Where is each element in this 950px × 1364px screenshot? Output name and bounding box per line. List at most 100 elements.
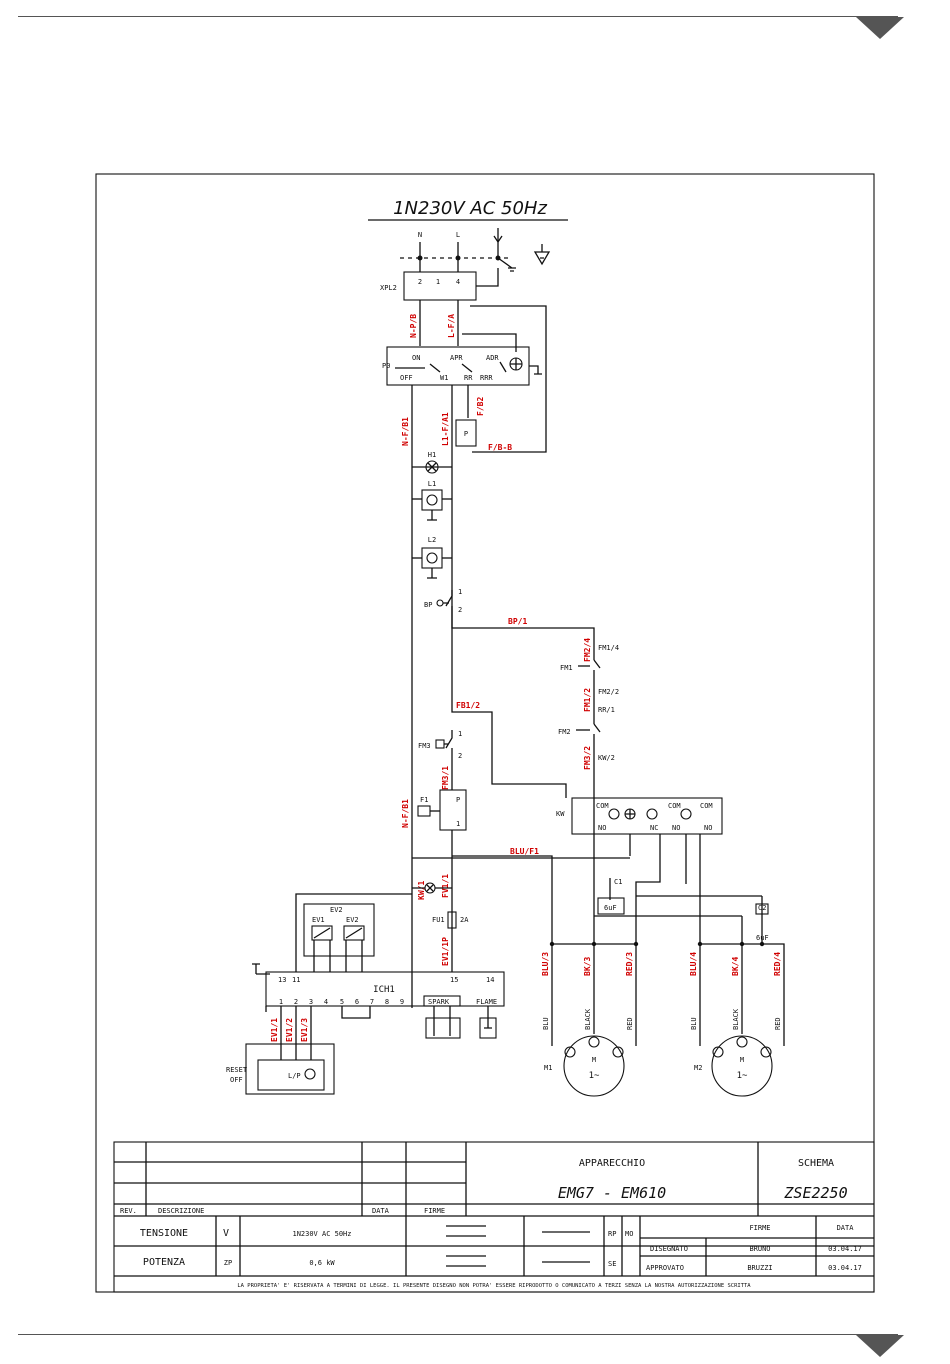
svg-text:0,6 kW: 0,6 kW (309, 1259, 335, 1267)
svg-text:13: 13 (278, 976, 286, 984)
svg-text:1: 1 (458, 730, 462, 738)
bottom-corner-triangle-icon (856, 1335, 904, 1357)
svg-text:2: 2 (458, 606, 462, 614)
svg-text:BLU: BLU (542, 1017, 550, 1030)
wire-label-w28: FM2/2 (598, 688, 619, 696)
svg-text:1: 1 (458, 588, 462, 596)
svg-text:C2: C2 (758, 904, 766, 912)
svg-text:M: M (592, 1056, 596, 1064)
svg-text:OFF: OFF (400, 374, 413, 382)
ich1-control-unit (265, 971, 505, 1007)
wire-label-w24: BK/4 (731, 957, 740, 976)
wire-label-w6: F/B-B (488, 443, 512, 452)
svg-text:L1: L1 (428, 480, 436, 488)
svg-text:DISEGNATO: DISEGNATO (650, 1245, 688, 1253)
wire-label-w1: N-P/B (409, 314, 418, 338)
svg-text:SPARK: SPARK (428, 998, 450, 1006)
svg-text:L/P: L/P (288, 1072, 301, 1080)
wire-label-w22: RED/3 (625, 952, 634, 976)
kw-relay-block (571, 797, 723, 835)
svg-text:COM: COM (596, 802, 609, 810)
svg-text:P: P (464, 430, 468, 438)
svg-text:FIRME: FIRME (749, 1224, 770, 1232)
spark-electrode-box (425, 1017, 461, 1039)
svg-text:RR: RR (464, 374, 473, 382)
wire-label-w14: BLU/F1 (510, 847, 539, 856)
wire-label-w2: L-F/A (447, 314, 456, 338)
supply-title: 1N230V AC 50Hz (393, 198, 547, 219)
wire-label-w10: FM3/2 (583, 746, 592, 770)
ev-valve-box (303, 903, 375, 957)
wire-label-w5: F/B2 (476, 397, 485, 416)
svg-text:DATA: DATA (372, 1207, 390, 1215)
wire-label-w3: N-F/B1 (401, 417, 410, 446)
svg-text:6: 6 (355, 998, 359, 1006)
svg-text:ON: ON (412, 354, 420, 362)
l2-light-box (421, 547, 443, 569)
svg-text:POTENZA: POTENZA (143, 1257, 185, 1268)
title-block: REV. DESCRIZIONE DATA FIRME APPARECCHIO … (113, 1141, 875, 1293)
schema-value: ZSE2250 (783, 1184, 847, 1202)
svg-text:9: 9 (400, 998, 404, 1006)
svg-text:RP: RP (608, 1230, 616, 1238)
svg-text:KW: KW (556, 810, 565, 818)
svg-text:FIRME: FIRME (424, 1207, 445, 1215)
wire-label-w9: FM1/2 (583, 688, 592, 712)
wire-label-w18: EV1/2 (285, 1018, 294, 1042)
f1-thermostat-box (439, 789, 467, 831)
m2-motor-icon (711, 1035, 773, 1097)
wire-label-w4: L1-F/A1 (441, 412, 450, 446)
svg-text:C1: C1 (614, 878, 622, 886)
earth-ground-icon (533, 244, 551, 266)
wire-label-w17: EV1/1 (270, 1018, 279, 1042)
top-page-rule (18, 16, 898, 17)
svg-text:1~: 1~ (589, 1071, 600, 1081)
svg-text:F1: F1 (420, 796, 428, 804)
safety-thermostat-box (455, 419, 477, 447)
wire-label-w8: FM2/4 (583, 638, 592, 662)
f1-sensor-box (417, 805, 431, 817)
svg-text:BP: BP (424, 601, 432, 609)
m1-motor-icon (563, 1035, 625, 1097)
svg-text:NC: NC (650, 824, 658, 832)
svg-text:2: 2 (458, 752, 462, 760)
svg-text:RESET: RESET (226, 1066, 248, 1074)
svg-text:FM3: FM3 (418, 742, 431, 750)
supply-l-label: L (456, 231, 460, 239)
supply-n-label: N (418, 231, 422, 239)
wire-label-w16: EV1/1P (441, 937, 450, 966)
svg-text:03.04.17: 03.04.17 (828, 1245, 862, 1253)
svg-text:EV1: EV1 (312, 916, 325, 924)
wire-label-w31: KW/2 (598, 754, 615, 762)
svg-text:OFF: OFF (230, 1076, 243, 1084)
svg-text:6uF: 6uF (604, 904, 617, 912)
svg-text:ADR: ADR (486, 354, 499, 362)
wire-label-w11: FB1/2 (456, 701, 480, 710)
svg-text:1: 1 (436, 278, 440, 286)
wire-label-w27: FM1/4 (598, 644, 619, 652)
wire-label-w23: BLU/4 (689, 952, 698, 976)
svg-text:DESCRIZIONE: DESCRIZIONE (158, 1207, 204, 1215)
spark-terminal (423, 995, 461, 1007)
svg-text:V: V (223, 1228, 229, 1239)
motor2-wiring: BLU/4 BK/4 RED/4 BLU BLACK RED M 1~ M2 (689, 943, 785, 1097)
svg-text:1: 1 (279, 998, 283, 1006)
svg-text:11: 11 (292, 976, 300, 984)
svg-text:2A: 2A (460, 916, 469, 924)
svg-text:SE: SE (608, 1260, 616, 1268)
svg-text:FU1: FU1 (432, 916, 445, 924)
svg-text:FLAME: FLAME (476, 998, 497, 1006)
svg-text:FM1: FM1 (560, 664, 573, 672)
wire-label-w30: FM3/1 (441, 766, 450, 790)
copyright-footer: LA PROPRIETA' E' RISERVATA A TERMINI DI … (237, 1283, 751, 1289)
bottom-page-rule (18, 1334, 898, 1335)
svg-text:TENSIONE: TENSIONE (140, 1228, 188, 1239)
xpl-terminal-block (403, 271, 477, 301)
wire-label-w13: N-F/B1 (401, 799, 410, 828)
wire-label-w32: KW/1 (417, 881, 426, 900)
svg-text:4: 4 (324, 998, 328, 1006)
svg-text:EV2: EV2 (330, 906, 343, 914)
schema-label: SCHEMA (798, 1158, 834, 1169)
diagram-frame (95, 173, 875, 1293)
